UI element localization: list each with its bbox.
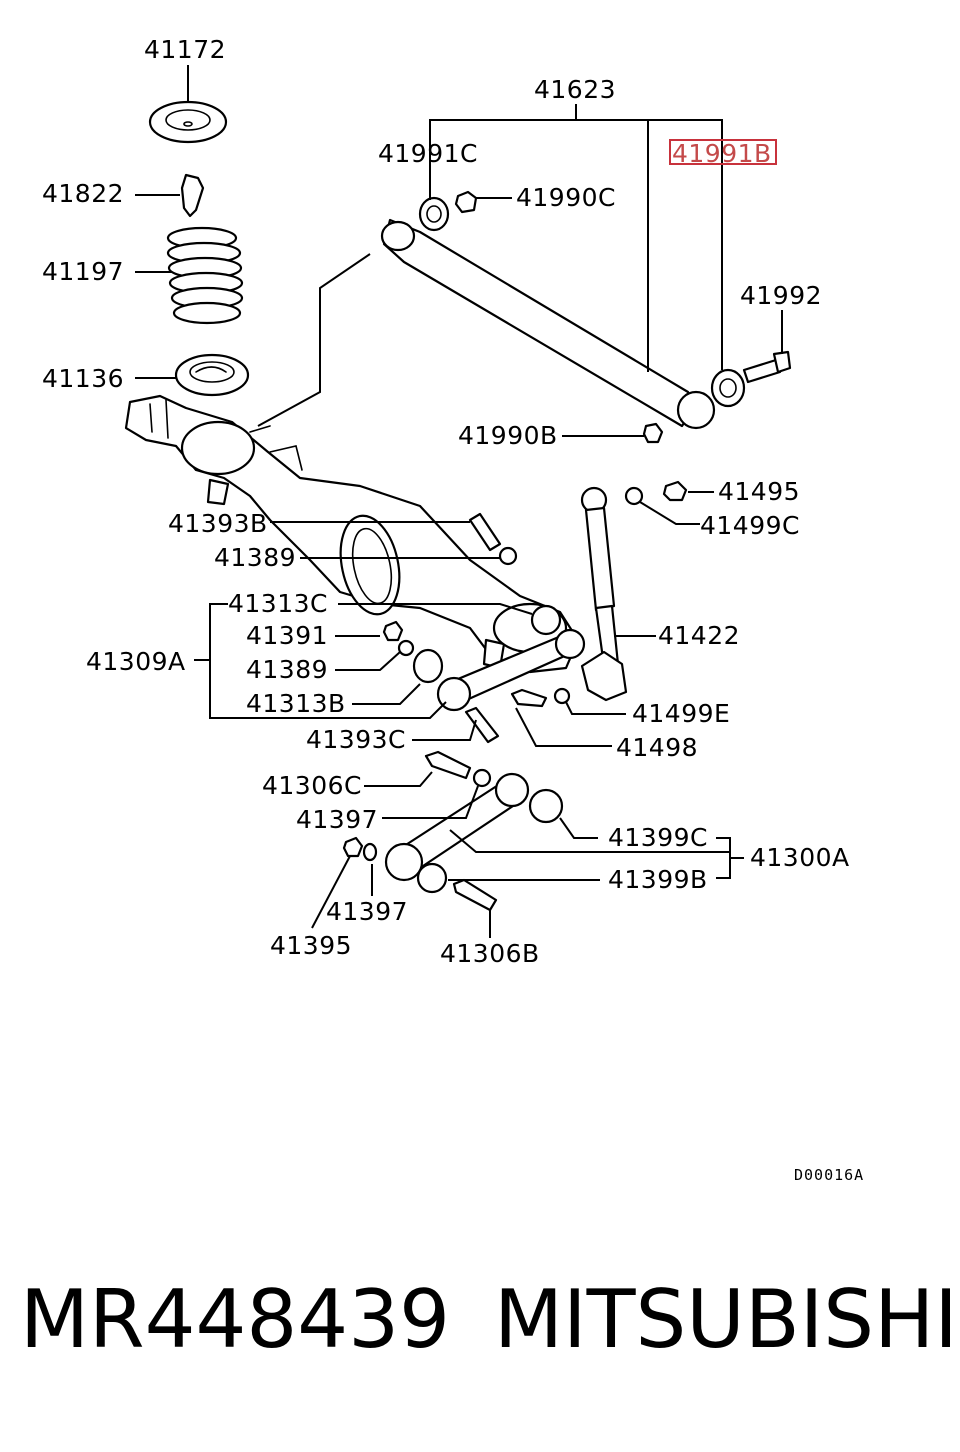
washer-41499C[interactable] xyxy=(624,486,644,506)
bushing-41399C[interactable] xyxy=(528,788,564,824)
bushing-41313B[interactable] xyxy=(412,648,444,684)
nut-41990B[interactable] xyxy=(642,422,664,444)
label-41499C: 41499C xyxy=(700,511,800,540)
washer-41389-lower[interactable] xyxy=(397,639,415,657)
label-41991B-highlighted: 41991B xyxy=(672,139,772,168)
washer-41397-lower[interactable] xyxy=(362,842,378,862)
bolt-41306B[interactable] xyxy=(452,878,498,912)
bolt-41992[interactable] xyxy=(742,350,792,384)
upper-link-41623[interactable] xyxy=(380,218,716,430)
label-41313C: 41313C xyxy=(228,589,328,618)
bump-stopper-41822[interactable] xyxy=(180,173,205,218)
bushing-41313C[interactable] xyxy=(530,604,562,636)
label-41399B: 41399B xyxy=(608,865,708,894)
label-41623: 41623 xyxy=(534,75,616,104)
control-rod-41309A[interactable] xyxy=(436,628,586,712)
bushing-41399B[interactable] xyxy=(416,862,448,894)
label-41393C: 41393C xyxy=(306,725,406,754)
label-41495: 41495 xyxy=(718,477,800,506)
label-41197: 41197 xyxy=(42,257,124,286)
label-41393B: 41393B xyxy=(168,509,268,538)
label-41395: 41395 xyxy=(270,931,352,960)
nut-41495[interactable] xyxy=(662,480,688,502)
brand-name: MITSUBISHI xyxy=(494,1273,958,1366)
label-41389-upper: 41389 xyxy=(214,543,296,572)
label-41399C: 41399C xyxy=(608,823,708,852)
label-41300A: 41300A xyxy=(750,843,850,872)
nut-41391[interactable] xyxy=(382,620,404,642)
label-41422: 41422 xyxy=(658,621,740,650)
label-41389-lower: 41389 xyxy=(246,655,328,684)
label-41306C: 41306C xyxy=(262,771,362,800)
shock-absorber-41422[interactable] xyxy=(580,486,628,702)
label-41309A: 41309A xyxy=(86,647,186,676)
bolt-41393C[interactable] xyxy=(464,706,500,744)
nut-41990C[interactable] xyxy=(454,190,478,214)
bolt-41498[interactable] xyxy=(510,688,548,708)
label-41499E: 41499E xyxy=(632,699,730,728)
label-41172: 41172 xyxy=(144,35,226,64)
spring-seat-upper-41172[interactable] xyxy=(148,100,228,144)
label-41391: 41391 xyxy=(246,621,328,650)
bolt-41393B[interactable] xyxy=(468,512,502,552)
washer-41499E[interactable] xyxy=(553,687,571,705)
spring-seat-lower-41136[interactable] xyxy=(174,353,250,397)
label-41990C: 41990C xyxy=(516,183,616,212)
label-41313B: 41313B xyxy=(246,689,346,718)
bolt-41306C[interactable] xyxy=(424,750,472,780)
drawing-code: D00016A xyxy=(794,1166,864,1184)
label-41306B: 41306B xyxy=(440,939,540,968)
label-41992: 41992 xyxy=(740,281,822,310)
bushing-41991C[interactable] xyxy=(418,196,450,232)
part-number: MR448439 xyxy=(20,1273,450,1366)
label-41991C: 41991C xyxy=(378,139,478,168)
lower-arm-41300A[interactable] xyxy=(384,772,530,882)
label-41397-lower: 41397 xyxy=(326,897,408,926)
label-41990B: 41990B xyxy=(458,421,558,450)
bushing-41991B[interactable] xyxy=(710,368,746,408)
label-41822: 41822 xyxy=(42,179,124,208)
label-41136: 41136 xyxy=(42,364,124,393)
label-41397-upper: 41397 xyxy=(296,805,378,834)
label-41498: 41498 xyxy=(616,733,698,762)
coil-spring-41197[interactable] xyxy=(166,226,244,325)
washer-41389-upper[interactable] xyxy=(498,546,518,566)
part-footer: MR448439 MITSUBISHI xyxy=(0,1280,960,1400)
washer-41397-upper[interactable] xyxy=(472,768,492,788)
nut-41395[interactable] xyxy=(342,836,364,858)
